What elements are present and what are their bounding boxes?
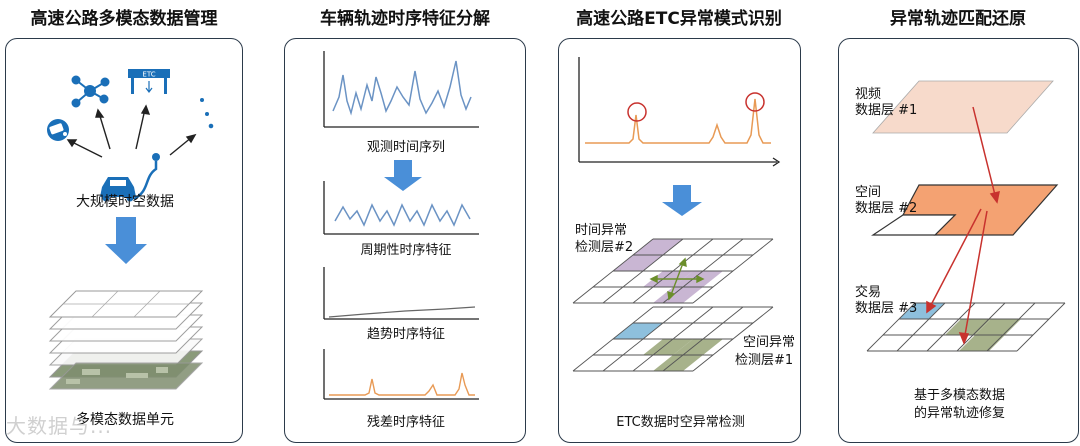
label-space-anomaly-1: 空间异常 <box>743 331 795 350</box>
panel-data-management: ETC <box>5 38 243 443</box>
panel-3-title: 高速公路ETC异常模式识别 <box>556 6 802 32</box>
label-caption-line-2: 的异常轨迹修复 <box>839 402 1080 421</box>
panel-etc-anomaly: 时间异常 检测层#2 空间异常 检测层#1 ETC数据时空异常检测 <box>558 38 801 443</box>
detect-arrow-icon <box>662 185 702 216</box>
residual-series-plot <box>324 349 479 399</box>
source-arrows <box>68 106 195 157</box>
trend-series-plot <box>324 267 479 319</box>
camera-icon <box>47 119 69 141</box>
label-observed-series: 观测时间序列 <box>285 136 527 155</box>
label-trend-feature: 趋势时序特征 <box>285 323 527 342</box>
label-periodic-feature: 周期性时序特征 <box>285 239 527 258</box>
panel-timeseries-decomposition: 观测时间序列 周期性时序特征 趋势时序特征 残差时序特征 <box>284 38 526 443</box>
label-transaction-layer-2: 数据层 #3 <box>855 297 917 316</box>
label-video-layer-2: 数据层 #1 <box>855 99 917 118</box>
label-spatial-layer-2: 数据层 #2 <box>855 197 917 216</box>
network-icon <box>73 77 109 107</box>
panel-1-title: 高速公路多模态数据管理 <box>6 6 242 32</box>
stacked-data-layers <box>50 291 202 389</box>
down-arrow-icon <box>105 217 147 264</box>
label-time-anomaly-2: 检测层#2 <box>575 236 633 255</box>
scatter-dots-icon <box>200 98 213 128</box>
label-large-spatiotemporal-data: 大规模时空数据 <box>6 191 244 211</box>
label-space-anomaly-2: 检测层#1 <box>735 349 793 368</box>
etc-anomaly-series-plot <box>579 57 779 166</box>
watermark: 大数据与... <box>6 410 112 439</box>
panel-trajectory-restore: 视频 数据层 #1 空间 数据层 #2 交易 数据层 #3 基于多模态数据 的异… <box>838 38 1079 443</box>
label-residual-feature: 残差时序特征 <box>285 411 527 430</box>
panel-1-graphics: ETC <box>6 39 244 444</box>
label-caption-line-1: 基于多模态数据 <box>839 384 1080 403</box>
svg-text:ETC: ETC <box>142 71 155 79</box>
panel-2-title: 车辆轨迹时序特征分解 <box>285 6 525 32</box>
etc-gate-icon: ETC <box>128 69 170 94</box>
label-etc-detection: ETC数据时空异常检测 <box>559 411 802 430</box>
panel-4-title: 异常轨迹匹配还原 <box>838 6 1078 32</box>
observed-series-plot <box>324 51 479 127</box>
decompose-arrow-icon <box>384 160 422 191</box>
